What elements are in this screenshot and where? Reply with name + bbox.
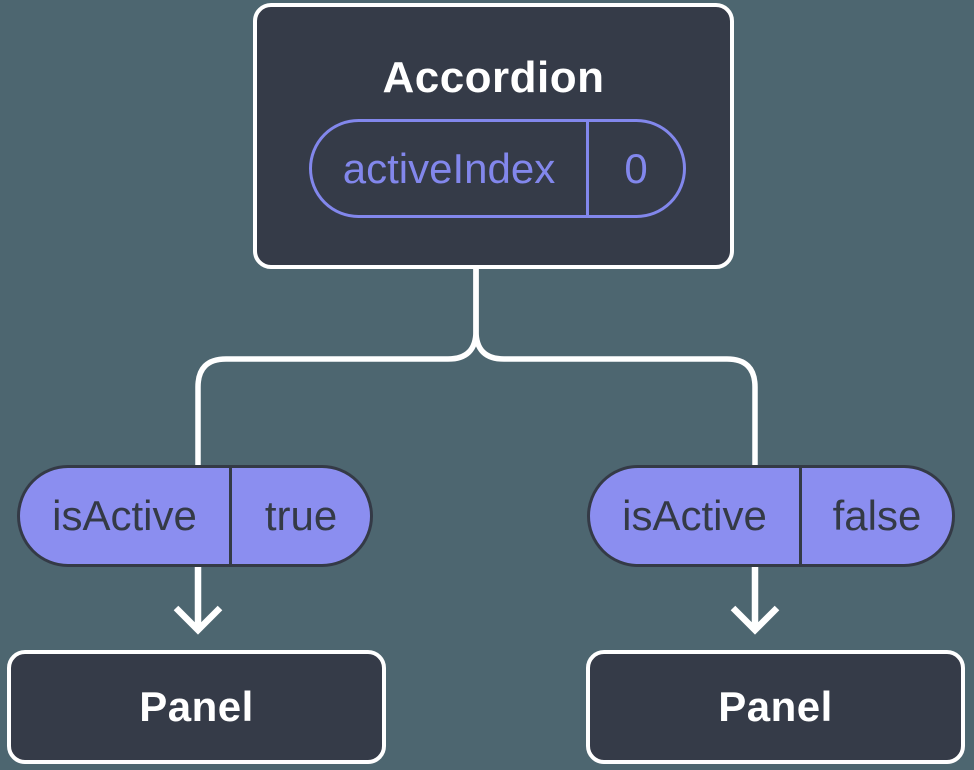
connector-branch-left (195, 269, 479, 466)
prop-pill-isactive-true: isActive true (17, 465, 373, 567)
node-title-accordion: Accordion (382, 53, 605, 102)
arrow-down-right-icon (730, 566, 780, 635)
prop-value-label: false (799, 468, 952, 564)
component-node-accordion: Accordion activeIndex 0 (253, 3, 734, 269)
arrow-down-left-icon (173, 566, 223, 635)
prop-name-label: isActive (622, 492, 767, 539)
component-node-panel-left: Panel (7, 650, 386, 764)
state-value-label: 0 (586, 122, 683, 215)
node-title-panel: Panel (718, 683, 833, 730)
state-name-label: activeIndex (342, 144, 556, 192)
prop-value-label: true (229, 468, 370, 564)
state-pill-activeindex: activeIndex 0 (309, 119, 686, 218)
connector-branch-right (473, 269, 758, 466)
component-node-panel-right: Panel (586, 650, 965, 764)
node-title-panel: Panel (139, 683, 254, 730)
prop-name-label: isActive (52, 492, 197, 539)
prop-pill-isactive-false: isActive false (587, 465, 955, 567)
